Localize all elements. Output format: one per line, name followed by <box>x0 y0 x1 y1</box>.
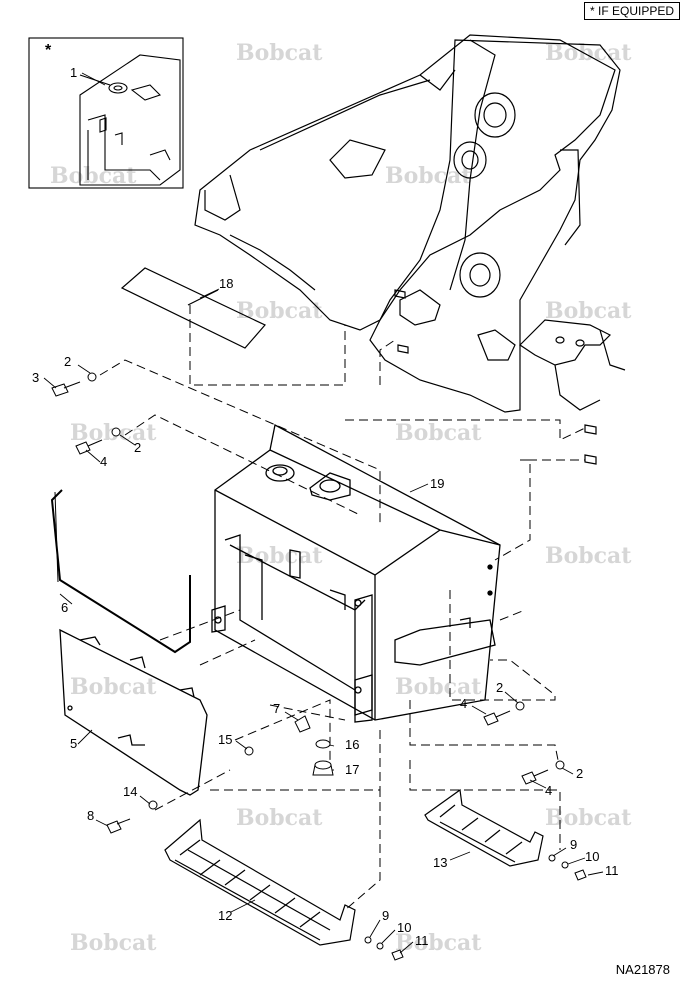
callout-2: 2 <box>576 766 583 781</box>
watermark: Bobcat <box>385 163 472 189</box>
cover-panel-18 <box>120 267 266 349</box>
callout-11: 11 <box>415 933 429 948</box>
callout-16: 16 <box>345 737 359 752</box>
step-13 <box>424 788 544 867</box>
callout-17: 17 <box>345 762 359 777</box>
document-number: NA21878 <box>615 962 670 977</box>
callout-12: 12 <box>218 908 232 923</box>
callout-5: 5 <box>70 736 77 751</box>
callout-10: 10 <box>585 849 599 864</box>
watermark: Bobcat <box>70 930 157 956</box>
access-panel-5 <box>59 628 208 796</box>
watermark: Bobcat <box>545 805 632 831</box>
machine-frame <box>194 34 626 465</box>
callout-4: 4 <box>545 783 552 798</box>
callout-1: 1 <box>70 65 77 80</box>
fastener-hardware <box>51 372 587 961</box>
callout-2: 2 <box>134 440 141 455</box>
watermark: Bobcat <box>236 298 323 324</box>
assembly-leader-lines <box>99 305 586 911</box>
legend-label: IF EQUIPPED <box>597 4 674 18</box>
legend-symbol: * <box>589 4 595 18</box>
watermark: Bobcat <box>236 805 323 831</box>
inset-if-equipped-marker: * <box>45 42 52 59</box>
callout-13: 13 <box>433 855 447 870</box>
watermark: Bobcat <box>236 40 323 66</box>
watermark: Bobcat <box>545 298 632 324</box>
callout-2: 2 <box>64 354 71 369</box>
callout-labels: 1 2 3 2 4 18 19 6 5 7 15 16 17 2 4 2 4 1… <box>32 65 619 948</box>
watermark: Bobcat <box>70 674 157 700</box>
callout-18: 18 <box>219 276 233 291</box>
callout-4: 4 <box>100 454 107 469</box>
gasket-seal-6 <box>50 489 191 654</box>
callout-14: 14 <box>123 784 137 799</box>
inset-tank <box>28 37 184 189</box>
callout-4: 4 <box>460 696 467 711</box>
callout-10: 10 <box>397 920 411 935</box>
watermark: Bobcat <box>545 543 632 569</box>
callout-8: 8 <box>87 808 94 823</box>
watermark-layer: Bobcat Bobcat Bobcat Bobcat Bobcat Bobca… <box>50 40 632 956</box>
callout-19: 19 <box>430 476 444 491</box>
hydraulic-tank-19 <box>211 424 501 723</box>
step-12 <box>164 818 356 946</box>
callout-2: 2 <box>496 680 503 695</box>
callout-leaders <box>43 72 604 954</box>
callout-3: 3 <box>32 370 39 385</box>
watermark: Bobcat <box>395 420 482 446</box>
callout-7: 7 <box>273 701 280 716</box>
callout-15: 15 <box>218 732 232 747</box>
callout-9: 9 <box>570 837 577 852</box>
watermark: Bobcat <box>395 674 482 700</box>
callout-11: 11 <box>605 863 619 878</box>
callout-6: 6 <box>61 600 68 615</box>
callout-9: 9 <box>382 908 389 923</box>
if-equipped-legend: * IF EQUIPPED <box>583 2 680 20</box>
watermark: Bobcat <box>395 930 482 956</box>
